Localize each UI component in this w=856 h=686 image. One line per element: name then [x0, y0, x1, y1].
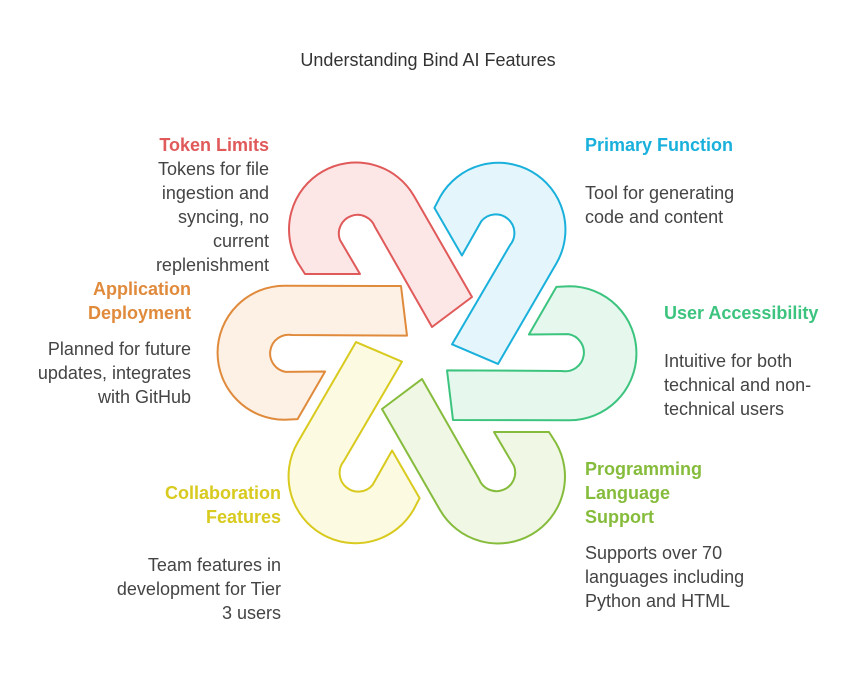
application-deployment-heading: Application Deployment: [87, 279, 191, 323]
application-deployment-segment: [216, 284, 408, 421]
application-deployment-description: Planned for future updates, integrates w…: [37, 339, 191, 407]
primary-function-heading: Primary Function: [585, 135, 734, 155]
primary-function-segment: [433, 161, 567, 365]
primary-function-description: Tool for generating code and content: [585, 183, 735, 227]
user-accessibility-heading: User Accessibility: [664, 303, 819, 323]
token-limits-segment: [288, 161, 473, 328]
user-accessibility-description: Intuitive for both technical and non-tec…: [664, 351, 812, 419]
collaboration-features-segment: [287, 341, 421, 545]
token-limits-heading: Token Limits: [159, 135, 269, 155]
user-accessibility-segment: [446, 285, 638, 422]
programming-language-support-description: Supports over 70 languages including Pyt…: [585, 543, 745, 611]
token-limits-description: Tokens for file ingestion and syncing, n…: [155, 159, 269, 275]
diagram-title: Understanding Bind AI Features: [300, 50, 556, 70]
collaboration-features-description: Team features in development for Tier 3 …: [116, 555, 281, 623]
collaboration-features-heading: Collaboration Features: [165, 483, 281, 527]
programming-language-support-heading: Programming Language Support: [585, 459, 703, 527]
programming-language-support-segment: [381, 378, 566, 545]
